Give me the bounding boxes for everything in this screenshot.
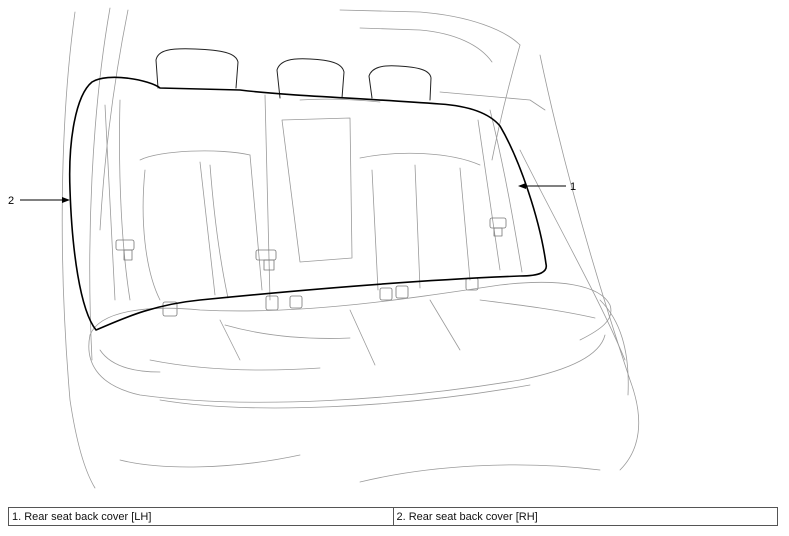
callout-2: 2 (8, 195, 70, 207)
legend-table: 1. Rear seat back cover [LH] 2. Rear sea… (8, 507, 778, 526)
legend-item-2: 2. Rear seat back cover [RH] (392, 507, 778, 526)
body-frame-lines (61, 7, 640, 489)
rear-seat-illustration: 1 2 (8, 7, 640, 489)
headrests (155, 48, 432, 101)
seat-cushion (88, 281, 612, 409)
callout-2-label: 2 (8, 195, 14, 207)
legend-row: 1. Rear seat back cover [LH] 2. Rear sea… (8, 507, 778, 526)
legend-item-1: 1. Rear seat back cover [LH] (8, 507, 394, 526)
seat-back-cover-outline (68, 76, 548, 331)
seat-belt-buckles (115, 217, 507, 317)
callout-1-label: 1 (570, 181, 576, 193)
seat-back-panels (104, 94, 523, 301)
callout-1: 1 (518, 181, 576, 193)
